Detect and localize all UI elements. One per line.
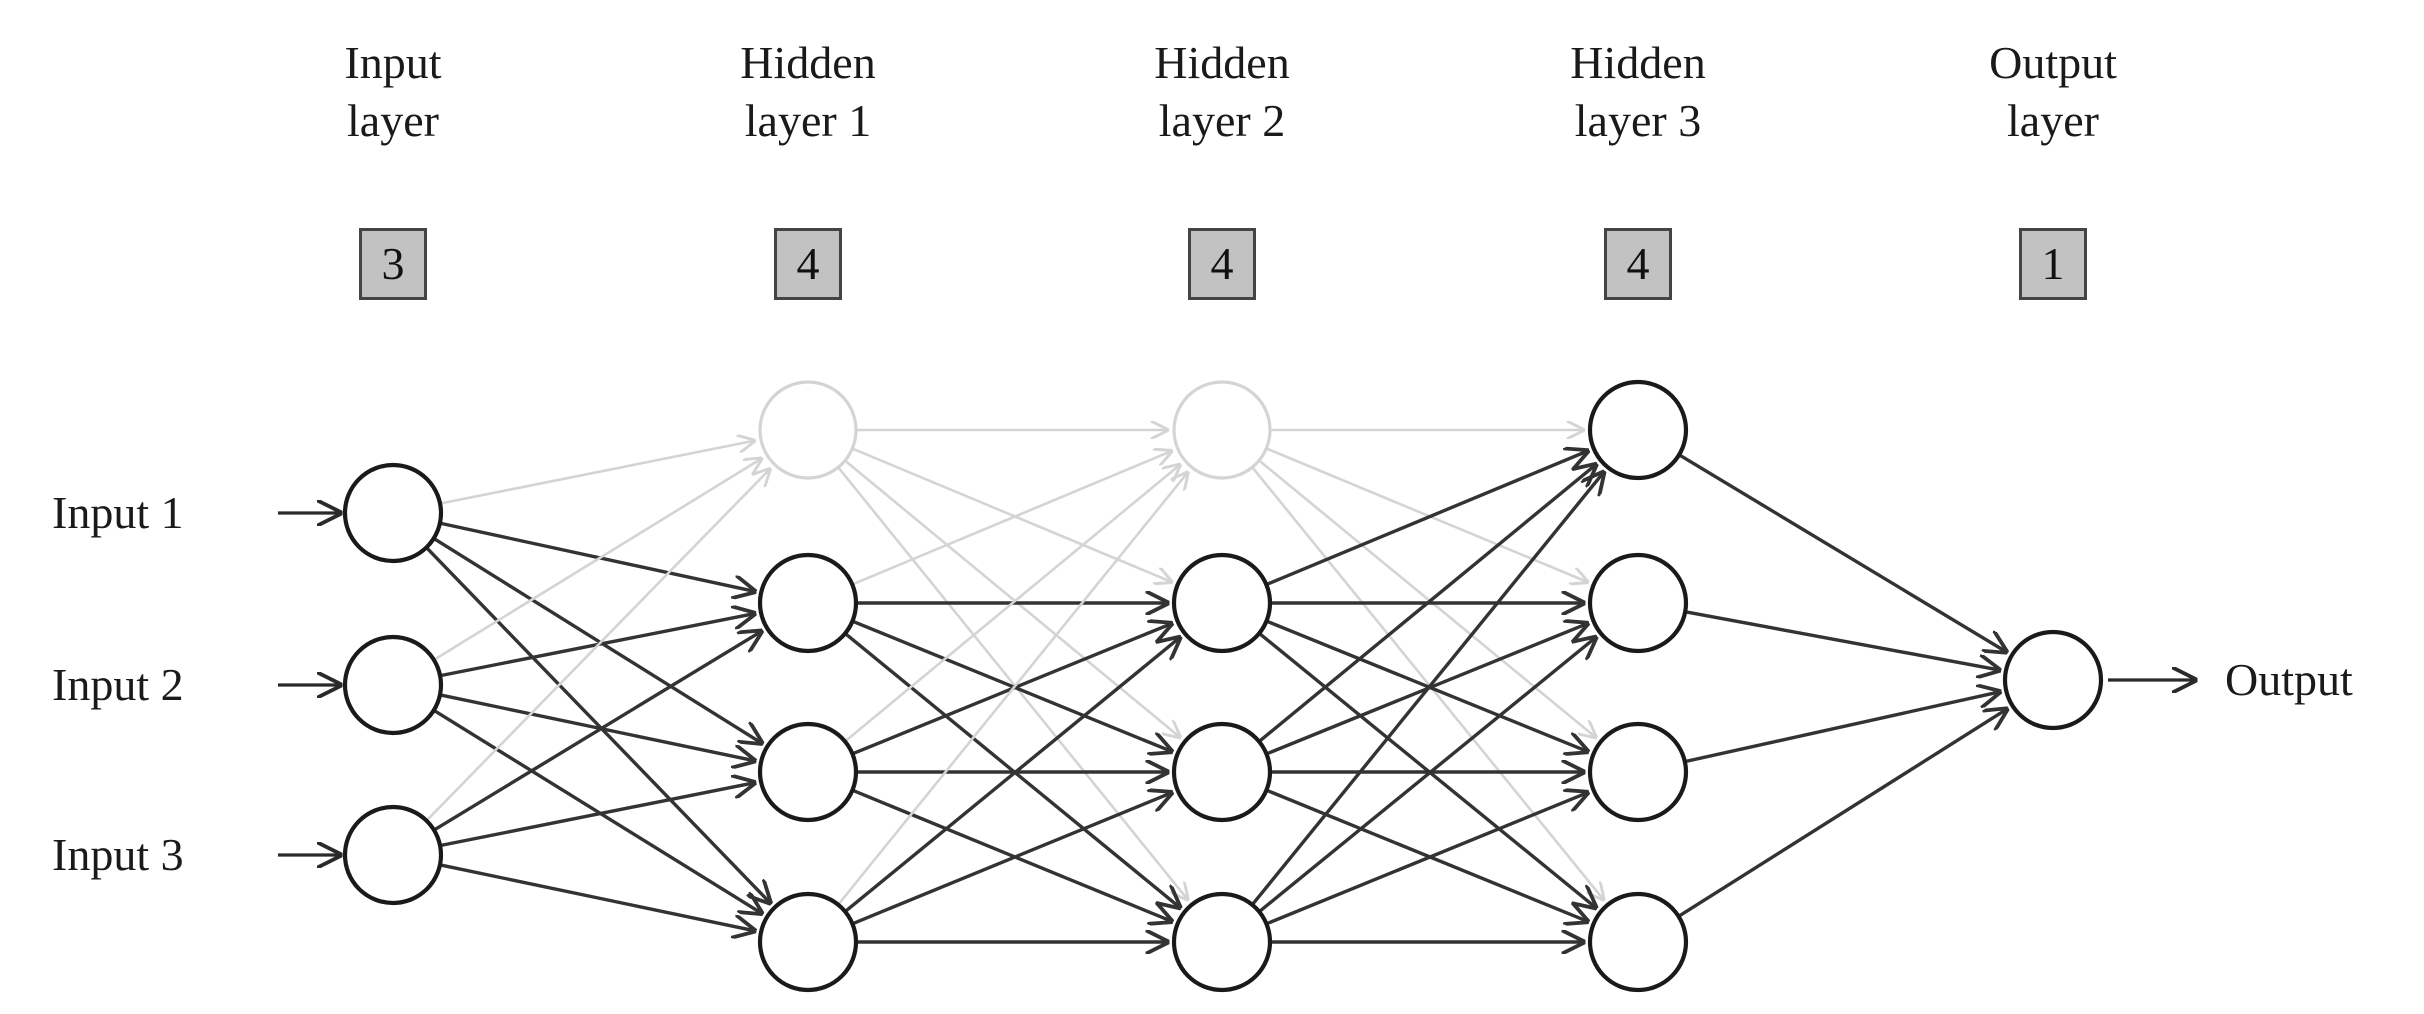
input-label-1: Input 1 bbox=[52, 487, 184, 538]
connection-edge bbox=[852, 451, 1171, 586]
neuron-node bbox=[1587, 721, 1689, 823]
connection-edge bbox=[837, 467, 1188, 899]
connection-edge bbox=[440, 693, 754, 761]
connection-edge bbox=[440, 863, 754, 931]
node-group bbox=[342, 379, 2104, 993]
layer-header-input: Input layer bbox=[344, 40, 441, 144]
neuron-node bbox=[1587, 379, 1689, 481]
connection-edge bbox=[1266, 793, 1587, 926]
layer-header-line1: Output bbox=[1989, 37, 2117, 88]
connection-edge bbox=[1685, 610, 1999, 670]
layer-header-line2: layer 3 bbox=[1574, 95, 1702, 146]
connection-edge bbox=[1266, 451, 1587, 586]
neuron-node bbox=[342, 462, 444, 564]
connection-edge bbox=[433, 709, 762, 913]
layer-header-line1: Hidden bbox=[740, 37, 876, 88]
neuron-node bbox=[1171, 721, 1273, 823]
connection-edge bbox=[1678, 709, 2006, 918]
neuron-node-dropped bbox=[1172, 380, 1272, 480]
layer-header-hidden3: Hidden layer 3 bbox=[1570, 40, 1705, 144]
layer-header-hidden2: Hidden layer 2 bbox=[1154, 40, 1289, 144]
neuron-node bbox=[2002, 629, 2104, 731]
neuron-node bbox=[1171, 891, 1273, 993]
connection-edge bbox=[1266, 619, 1587, 751]
neuron-node bbox=[342, 634, 444, 736]
connection-edge bbox=[844, 638, 1180, 913]
layer-header-line2: layer bbox=[2007, 95, 2099, 146]
connection-edge bbox=[1679, 453, 2006, 651]
input-label-2: Input 2 bbox=[52, 659, 184, 710]
connection-edge bbox=[1251, 473, 1603, 906]
layer-header-output: Output layer bbox=[1989, 40, 2117, 144]
input-label-3: Input 3 bbox=[52, 829, 184, 880]
connection-edge bbox=[837, 473, 1188, 905]
connection-edge bbox=[1258, 465, 1596, 743]
neuron-node bbox=[757, 552, 859, 654]
connection-edge bbox=[425, 547, 770, 902]
connection-edge bbox=[844, 465, 1180, 742]
connection-edge bbox=[440, 521, 754, 591]
connection-edge bbox=[852, 793, 1171, 925]
layer-count-box-hidden1: 4 bbox=[774, 228, 842, 300]
connection-edge bbox=[1685, 692, 1999, 764]
connection-edge bbox=[844, 460, 1180, 737]
neuron-node bbox=[1587, 891, 1689, 993]
layer-count-box-hidden3: 4 bbox=[1604, 228, 1672, 300]
neuron-node bbox=[342, 804, 444, 906]
io-arrow-group bbox=[278, 513, 2195, 855]
connection-edge bbox=[1266, 788, 1587, 922]
connection-edge bbox=[433, 537, 762, 743]
connection-edge bbox=[852, 447, 1171, 582]
edge-group bbox=[425, 430, 2006, 942]
connection-edge bbox=[426, 469, 769, 821]
connection-edge bbox=[434, 632, 761, 832]
layer-header-line2: layer 2 bbox=[1158, 95, 1286, 146]
layer-header-line2: layer 1 bbox=[744, 95, 872, 146]
layer-count-box-hidden2: 4 bbox=[1188, 228, 1256, 300]
connection-edge bbox=[1259, 460, 1596, 737]
neuron-node bbox=[1171, 552, 1273, 654]
neuron-node bbox=[1587, 552, 1689, 654]
layer-header-line1: Hidden bbox=[1154, 37, 1290, 88]
connection-edge bbox=[434, 459, 761, 661]
connection-edge bbox=[1258, 638, 1595, 913]
neuron-node-dropped bbox=[758, 380, 858, 480]
layer-header-hidden1: Hidden layer 1 bbox=[740, 40, 875, 144]
layer-header-line1: Hidden bbox=[1570, 37, 1706, 88]
neuron-node bbox=[757, 891, 859, 993]
connection-edge bbox=[440, 783, 754, 848]
connection-edge bbox=[1251, 467, 1603, 899]
layer-count-box-output: 1 bbox=[2019, 228, 2087, 300]
layer-header-line2: layer bbox=[347, 95, 439, 146]
neuron-node bbox=[757, 721, 859, 823]
output-label: Output bbox=[2225, 654, 2353, 705]
layer-count-box-input: 3 bbox=[359, 228, 427, 300]
layer-header-line1: Input bbox=[344, 37, 442, 88]
connection-edge bbox=[852, 789, 1171, 921]
connection-edge bbox=[440, 441, 754, 505]
connection-edge bbox=[852, 619, 1171, 752]
connection-edge bbox=[1266, 447, 1587, 582]
